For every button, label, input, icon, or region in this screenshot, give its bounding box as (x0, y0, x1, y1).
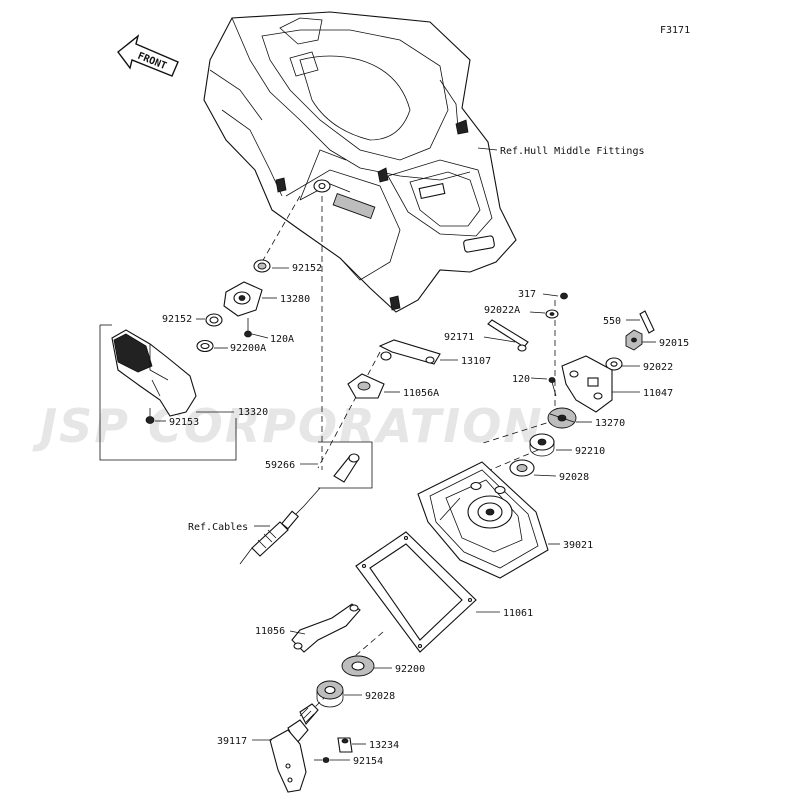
callout-550: 550 (603, 316, 621, 327)
callout-92028-lower: 92028 (365, 691, 395, 702)
callout-39021: 39021 (563, 540, 593, 551)
part-120-bolt (548, 377, 557, 397)
callout-59266: 59266 (265, 460, 295, 471)
part-92153-screw (145, 408, 155, 424)
callout-13280: 13280 (280, 294, 310, 305)
part-92022a-washer (545, 309, 559, 319)
part-92210-spacer (529, 433, 555, 457)
callout-11056: 11056 (255, 626, 285, 637)
callout-13270: 13270 (595, 418, 625, 429)
part-317-nut (560, 292, 568, 300)
part-13107-bracket (378, 339, 441, 365)
callout-11056a: 11056A (403, 388, 439, 399)
part-92171-rod (487, 319, 529, 352)
part-11056-bracket (291, 603, 361, 653)
callout-92171: 92171 (444, 332, 474, 343)
hull-outline (203, 11, 517, 313)
part-92152-grommet (253, 259, 271, 273)
part-92154-screw (314, 757, 330, 763)
part-92200a-washer (196, 339, 214, 353)
part-11047-lever (561, 355, 613, 413)
callout-92153: 92153 (169, 417, 199, 428)
callout-92022a: 92022A (484, 305, 520, 316)
callout-39117: 39117 (217, 736, 247, 747)
part-13270-cam (547, 407, 577, 429)
part-92028-spacer-lower (316, 680, 344, 708)
part-92200-washer (341, 655, 375, 677)
callout-92210: 92210 (575, 446, 605, 457)
callout-92200: 92200 (395, 664, 425, 675)
part-13234-fitting (337, 737, 353, 753)
cable-assembly (239, 487, 321, 565)
callout-317: 317 (518, 289, 536, 300)
part-92015-nut (625, 329, 643, 351)
part-59266-fitting (333, 453, 360, 483)
ref-hull-label: Ref.Hull Middle Fittings (500, 146, 645, 157)
callout-13320: 13320 (238, 407, 268, 418)
callout-92152-a: 92152 (292, 263, 322, 274)
part-39021-housing (417, 461, 549, 579)
part-92028-washer-upper (509, 459, 535, 477)
callout-92152-b: 92152 (162, 314, 192, 325)
front-arrow-icon: FRONT (117, 34, 179, 77)
callout-120: 120 (512, 374, 530, 385)
callout-13107: 13107 (461, 356, 491, 367)
callout-92022: 92022 (643, 362, 673, 373)
callout-92154: 92154 (353, 756, 383, 767)
part-39117-lever (269, 703, 319, 793)
part-92022-washer (605, 357, 623, 371)
watermark: JSP CORPORATION (32, 399, 544, 453)
callout-92015: 92015 (659, 338, 689, 349)
callout-120a: 120A (270, 334, 294, 345)
part-550-pin (639, 310, 655, 334)
part-120a-bolt (244, 318, 252, 338)
callout-92200a: 92200A (230, 343, 266, 354)
ref-cables-label: Ref.Cables (188, 522, 248, 533)
callout-13234: 13234 (369, 740, 399, 751)
figure-code: F3171 (660, 25, 690, 36)
callout-11061: 11061 (503, 608, 533, 619)
part-13320-cover (111, 329, 197, 417)
part-11056a-plate (347, 373, 385, 399)
callout-92028-upper: 92028 (559, 472, 589, 483)
part-11061-gasket (355, 531, 477, 653)
callout-11047: 11047 (643, 388, 673, 399)
part-13280-bracket (223, 281, 263, 317)
part-92152-washer (205, 313, 223, 327)
